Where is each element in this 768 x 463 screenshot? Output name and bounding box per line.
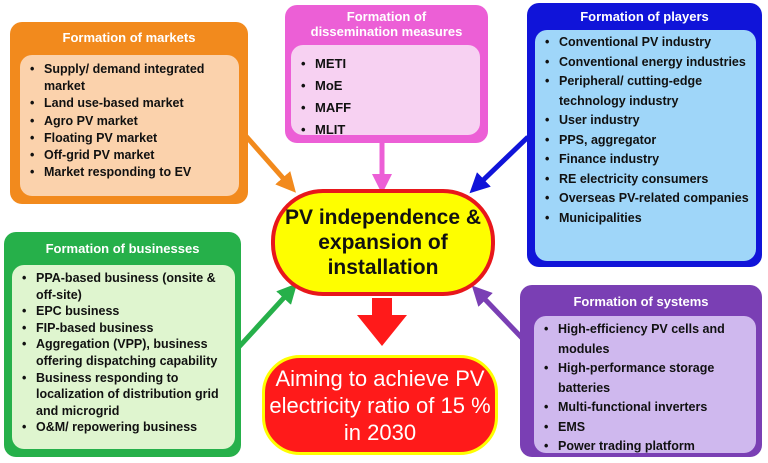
players-box: Formation of players Conventional PV ind… [527,3,762,267]
list-item: MAFF [301,97,474,119]
list-item: User industry [545,111,750,131]
list-item: Off-grid PV market [30,147,233,164]
list-item: Municipalities [545,209,750,229]
list-item: MLIT [301,119,474,141]
businesses-list-panel: PPA-based business (onsite & off-site) E… [12,265,235,449]
businesses-arrow [236,283,298,350]
list-item: FIP-based business [22,320,229,337]
list-item: Overseas PV-related companies [545,189,750,209]
list-item: O&M/ repowering business [22,419,229,436]
dissemination-title-line2: dissemination measures [310,24,463,39]
dissemination-list-panel: METI MoE MAFF MLIT [291,45,480,141]
list-item: MoE [301,75,474,97]
list-item: Supply/ demand integrated market [30,61,233,95]
dissemination-list: METI MoE MAFF MLIT [297,53,474,141]
list-item: Conventional PV industry [545,33,750,53]
systems-list-panel: High-efficiency PV cells and modules Hig… [534,316,756,456]
list-item: Aggregation (VPP), business offering dis… [22,336,229,369]
target-goal-node: Aiming to achieve PV electricity ratio o… [262,355,498,455]
markets-list: Supply/ demand integrated market Land us… [26,61,233,182]
list-item: PPA-based business (onsite & off-site) [22,270,229,303]
players-list-panel: Conventional PV industry Conventional en… [535,30,756,261]
dissemination-title-line1: Formation of [346,9,427,24]
systems-list: High-efficiency PV cells and modules Hig… [540,320,750,457]
markets-list-panel: Supply/ demand integrated market Land us… [20,55,239,196]
list-item: High-efficiency PV cells and modules [544,320,750,359]
players-title: Formation of players [580,9,709,24]
businesses-box: Formation of businesses PPA-based busine… [4,232,241,457]
list-item: PPS, aggregator [545,131,750,151]
list-item: EPC business [22,303,229,320]
goal-text: Aiming to achieve PV electricity ratio o… [269,365,491,445]
list-item: Power trading platform [544,437,750,457]
systems-arrow [471,285,524,340]
center-text: PV independence & expansion of installat… [284,206,482,279]
systems-box: Formation of systems High-efficiency PV … [520,285,762,457]
players-arrow [469,135,530,194]
players-list: Conventional PV industry Conventional en… [541,33,750,228]
businesses-title: Formation of businesses [45,241,200,256]
list-item: Floating PV market [30,130,233,147]
list-item: Agro PV market [30,113,233,130]
list-item: Multi-functional inverters [544,398,750,418]
list-item: Land use-based market [30,95,233,112]
list-item: High-performance storage batteries [544,359,750,398]
markets-title: Formation of markets [62,30,196,45]
dissemination-box: Formation of dissemination measures METI… [285,5,488,143]
down-arrow [357,298,407,346]
systems-title: Formation of systems [573,294,709,309]
list-item: EMS [544,418,750,438]
list-item: Peripheral/ cutting-edge technology indu… [545,72,750,111]
center-goal-node: PV independence & expansion of installat… [271,189,495,296]
markets-arrow [243,133,296,193]
list-item: Business responding to localization of d… [22,370,229,420]
list-item: Finance industry [545,150,750,170]
list-item: RE electricity consumers [545,170,750,190]
businesses-list: PPA-based business (onsite & off-site) E… [18,270,229,436]
markets-box: Formation of markets Supply/ demand inte… [10,22,248,204]
list-item: Conventional energy industries [545,53,750,73]
list-item: METI [301,53,474,75]
dissemination-title: Formation of dissemination measures [285,9,488,39]
list-item: Market responding to EV [30,164,233,181]
